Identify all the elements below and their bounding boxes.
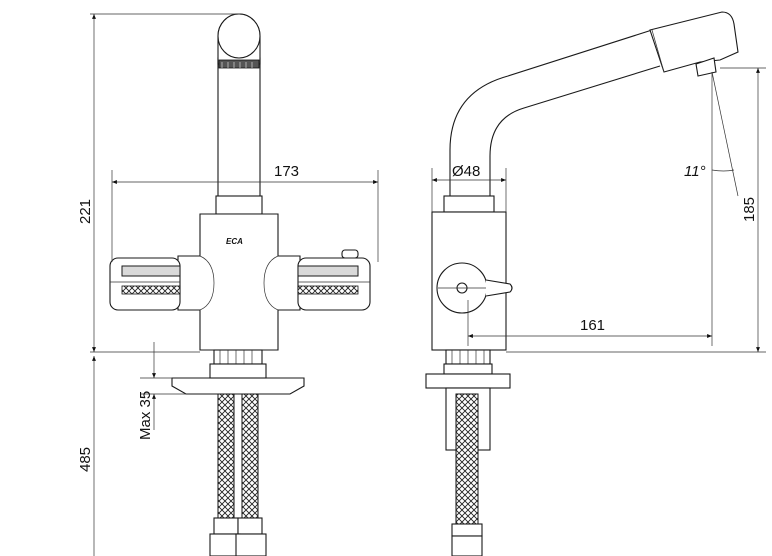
front-dimensions: 221 173 485 Max 35 (77, 13, 379, 556)
front-hose-right (241, 393, 259, 519)
dim-label-185: 185 (741, 197, 758, 222)
dim-label-161: 161 (580, 317, 605, 334)
front-base-thread (213, 349, 263, 365)
front-view: ECA (109, 13, 371, 556)
dim-label-221: 221 (77, 199, 94, 224)
side-view (425, 11, 739, 556)
dim-label-485: 485 (77, 447, 94, 472)
side-mounting-plate (425, 373, 511, 389)
dim-label-angle: 11° (684, 163, 706, 180)
front-body (177, 213, 301, 351)
side-spout-outer (449, 29, 653, 196)
dim-label-173: 173 (274, 163, 299, 180)
front-logo: ECA (226, 237, 243, 246)
side-dimensions: Ø48 161 185 11° (431, 67, 766, 353)
dim-label-d48: Ø48 (452, 163, 480, 180)
front-spout-column (217, 57, 261, 199)
front-collar (215, 195, 263, 215)
angle-ray (711, 71, 739, 197)
side-collar (443, 195, 495, 213)
side-spout-head (649, 11, 739, 73)
front-hose-left (217, 393, 235, 519)
side-aerator (695, 57, 717, 77)
front-aerator (218, 59, 260, 69)
side-hose (455, 393, 479, 525)
front-temp-indicator (341, 249, 359, 259)
dim-label-max35: Max 35 (137, 391, 154, 440)
side-hose-nut (451, 535, 483, 556)
front-mounting-plate (171, 377, 305, 395)
side-handle-lever (485, 279, 513, 297)
side-spout-inner (489, 65, 661, 196)
front-hose-nut-right (235, 533, 267, 556)
